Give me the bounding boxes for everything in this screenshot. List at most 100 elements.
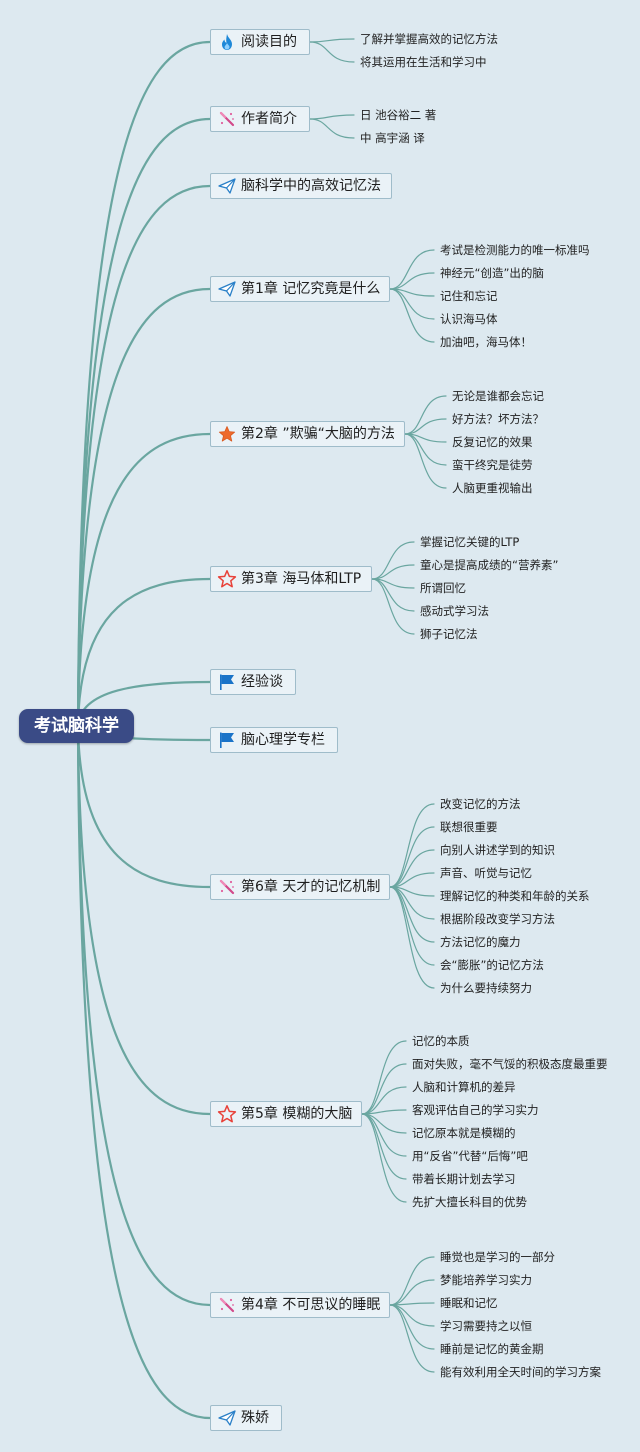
leaf-item[interactable]: 学习需要持之以恒: [440, 1319, 532, 1333]
leaf-connector: [389, 826, 435, 888]
leaf-item[interactable]: 方法记忆的魔力: [440, 935, 521, 949]
branch-node[interactable]: 第6章 天才的记忆机制: [210, 874, 391, 900]
branch-connector: [76, 724, 212, 1307]
leaf-item[interactable]: 掌握记忆关键的LTP: [420, 535, 520, 549]
leaf-item[interactable]: 理解记忆的种类和年龄的关系: [440, 889, 590, 903]
branch-connector: [76, 432, 212, 728]
leaf-connector: [389, 288, 435, 343]
leaf-item[interactable]: 蛮干终究是徒劳: [452, 458, 533, 472]
leaf-connector: [389, 1304, 435, 1373]
leaf-item[interactable]: 用“反省”代替“后悔”吧: [412, 1149, 528, 1163]
branch-node[interactable]: 第3章 海马体和LTP: [210, 566, 372, 592]
leaf-item[interactable]: 面对失败，毫不气馁的积极态度最重要: [412, 1057, 608, 1071]
leaf-connector: [389, 886, 435, 989]
branch-node[interactable]: 阅读目的: [210, 29, 310, 55]
leaf-item[interactable]: 神经元“创造”出的脑: [440, 266, 544, 280]
branch-node[interactable]: 脑科学中的高效记忆法: [210, 173, 392, 199]
leaf-connector: [404, 418, 447, 435]
flag-icon: [216, 730, 238, 750]
leaf-connector: [404, 433, 447, 489]
star-filled-icon: [216, 424, 238, 444]
leaf-connector: [389, 1256, 435, 1306]
leaf-item[interactable]: 根据阶段改变学习方法: [440, 912, 555, 926]
branch-node[interactable]: 第4章 不可思议的睡眠: [210, 1292, 391, 1318]
leaf-item[interactable]: 日 池谷裕二 著: [360, 108, 437, 122]
leaf-item[interactable]: 无论是谁都会忘记: [452, 389, 544, 403]
star-outline-icon: [216, 569, 238, 589]
leaf-connector: [389, 1304, 435, 1350]
branch-node[interactable]: 第5章 模糊的大脑: [210, 1101, 363, 1127]
leaf-item[interactable]: 联想很重要: [440, 820, 498, 834]
branch-connector: [76, 287, 212, 728]
leaf-connector: [371, 564, 415, 580]
leaf-connector: [389, 872, 435, 888]
leaf-item[interactable]: 中 高宇涵 译: [360, 131, 425, 145]
branch-label: 第4章 不可思议的睡眠: [241, 1296, 381, 1313]
leaf-item[interactable]: 人脑更重视输出: [452, 481, 533, 495]
leaf-item[interactable]: 将其运用在生活和学习中: [360, 55, 487, 69]
branch-connector: [76, 577, 212, 728]
leaf-item[interactable]: 为什么要持续努力: [440, 981, 532, 995]
branch-label: 第1章 记忆究竟是什么: [241, 280, 381, 297]
leaf-connector: [361, 1113, 407, 1157]
leaf-item[interactable]: 向别人讲述学到的知识: [440, 843, 555, 857]
branch-connector: [76, 724, 212, 889]
branch-label: 第3章 海马体和LTP: [241, 570, 362, 587]
branch-label: 第6章 天才的记忆机制: [241, 878, 381, 895]
leaf-connector: [361, 1113, 407, 1203]
flame-icon: [216, 32, 238, 52]
leaf-item[interactable]: 睡眠和记忆: [440, 1296, 498, 1310]
root-node[interactable]: 考试脑科学: [19, 709, 134, 743]
leaf-item[interactable]: 能有效利用全天时间的学习方案: [440, 1365, 601, 1379]
leaf-item[interactable]: 加油吧，海马体！: [440, 335, 532, 349]
leaf-item[interactable]: 童心是提高成绩的“营养素”: [420, 558, 559, 572]
branch-label: 第2章 ”欺骗“大脑的方法: [241, 425, 395, 442]
leaf-connector: [361, 1040, 407, 1115]
leaf-connector: [371, 541, 415, 580]
wand-icon: [216, 109, 238, 129]
leaf-item[interactable]: 睡觉也是学习的一部分: [440, 1250, 555, 1264]
branch-node[interactable]: 第2章 ”欺骗“大脑的方法: [210, 421, 405, 447]
leaf-item[interactable]: 了解并掌握高效的记忆方法: [360, 32, 498, 46]
leaf-item[interactable]: 梦能培养学习实力: [440, 1273, 532, 1287]
branch-label: 经验谈: [241, 673, 283, 690]
leaf-item[interactable]: 好方法？坏方法？: [452, 412, 544, 426]
branch-node[interactable]: 经验谈: [210, 669, 296, 695]
leaf-item[interactable]: 感动式学习法: [420, 604, 489, 618]
leaf-item[interactable]: 记住和忘记: [440, 289, 498, 303]
leaf-item[interactable]: 声音、听觉与记忆: [440, 866, 532, 880]
branch-label: 第5章 模糊的大脑: [241, 1105, 353, 1122]
leaf-connector: [309, 41, 355, 63]
branch-label: 脑心理学专栏: [241, 731, 325, 748]
branch-node[interactable]: 殊娇: [210, 1405, 282, 1431]
branch-node[interactable]: 作者简介: [210, 106, 310, 132]
leaf-item[interactable]: 会“膨胀”的记忆方法: [440, 958, 544, 972]
leaf-item[interactable]: 客观评估自己的学习实力: [412, 1103, 539, 1117]
leaf-connector: [389, 1279, 435, 1306]
branch-connector: [76, 724, 212, 1116]
leaf-item[interactable]: 反复记忆的效果: [452, 435, 533, 449]
branch-connector: [76, 40, 212, 728]
branch-node[interactable]: 第1章 记忆究竟是什么: [210, 276, 391, 302]
leaf-item[interactable]: 狮子记忆法: [420, 627, 478, 641]
leaf-item[interactable]: 所谓回忆: [420, 581, 466, 595]
leaf-item[interactable]: 记忆的本质: [412, 1034, 470, 1048]
leaf-item[interactable]: 改变记忆的方法: [440, 797, 521, 811]
paper-plane-icon: [216, 176, 238, 196]
leaf-connector: [361, 1063, 407, 1115]
leaf-item[interactable]: 认识海马体: [440, 312, 498, 326]
leaf-connector: [389, 249, 435, 290]
branch-connector: [76, 184, 212, 728]
leaf-item[interactable]: 先扩大擅长科目的优势: [412, 1195, 527, 1209]
leaf-item[interactable]: 记忆原本就是模糊的: [412, 1126, 516, 1140]
leaf-item[interactable]: 带着长期计划去学习: [412, 1172, 516, 1186]
star-outline-icon: [216, 1104, 238, 1124]
branch-node[interactable]: 脑心理学专栏: [210, 727, 338, 753]
leaf-item[interactable]: 人脑和计算机的差异: [412, 1080, 516, 1094]
leaf-item[interactable]: 睡前是记忆的黄金期: [440, 1342, 544, 1356]
leaf-connector: [361, 1086, 407, 1115]
leaf-connector: [309, 114, 355, 120]
leaf-item[interactable]: 考试是检测能力的唯一标准吗: [440, 243, 590, 257]
